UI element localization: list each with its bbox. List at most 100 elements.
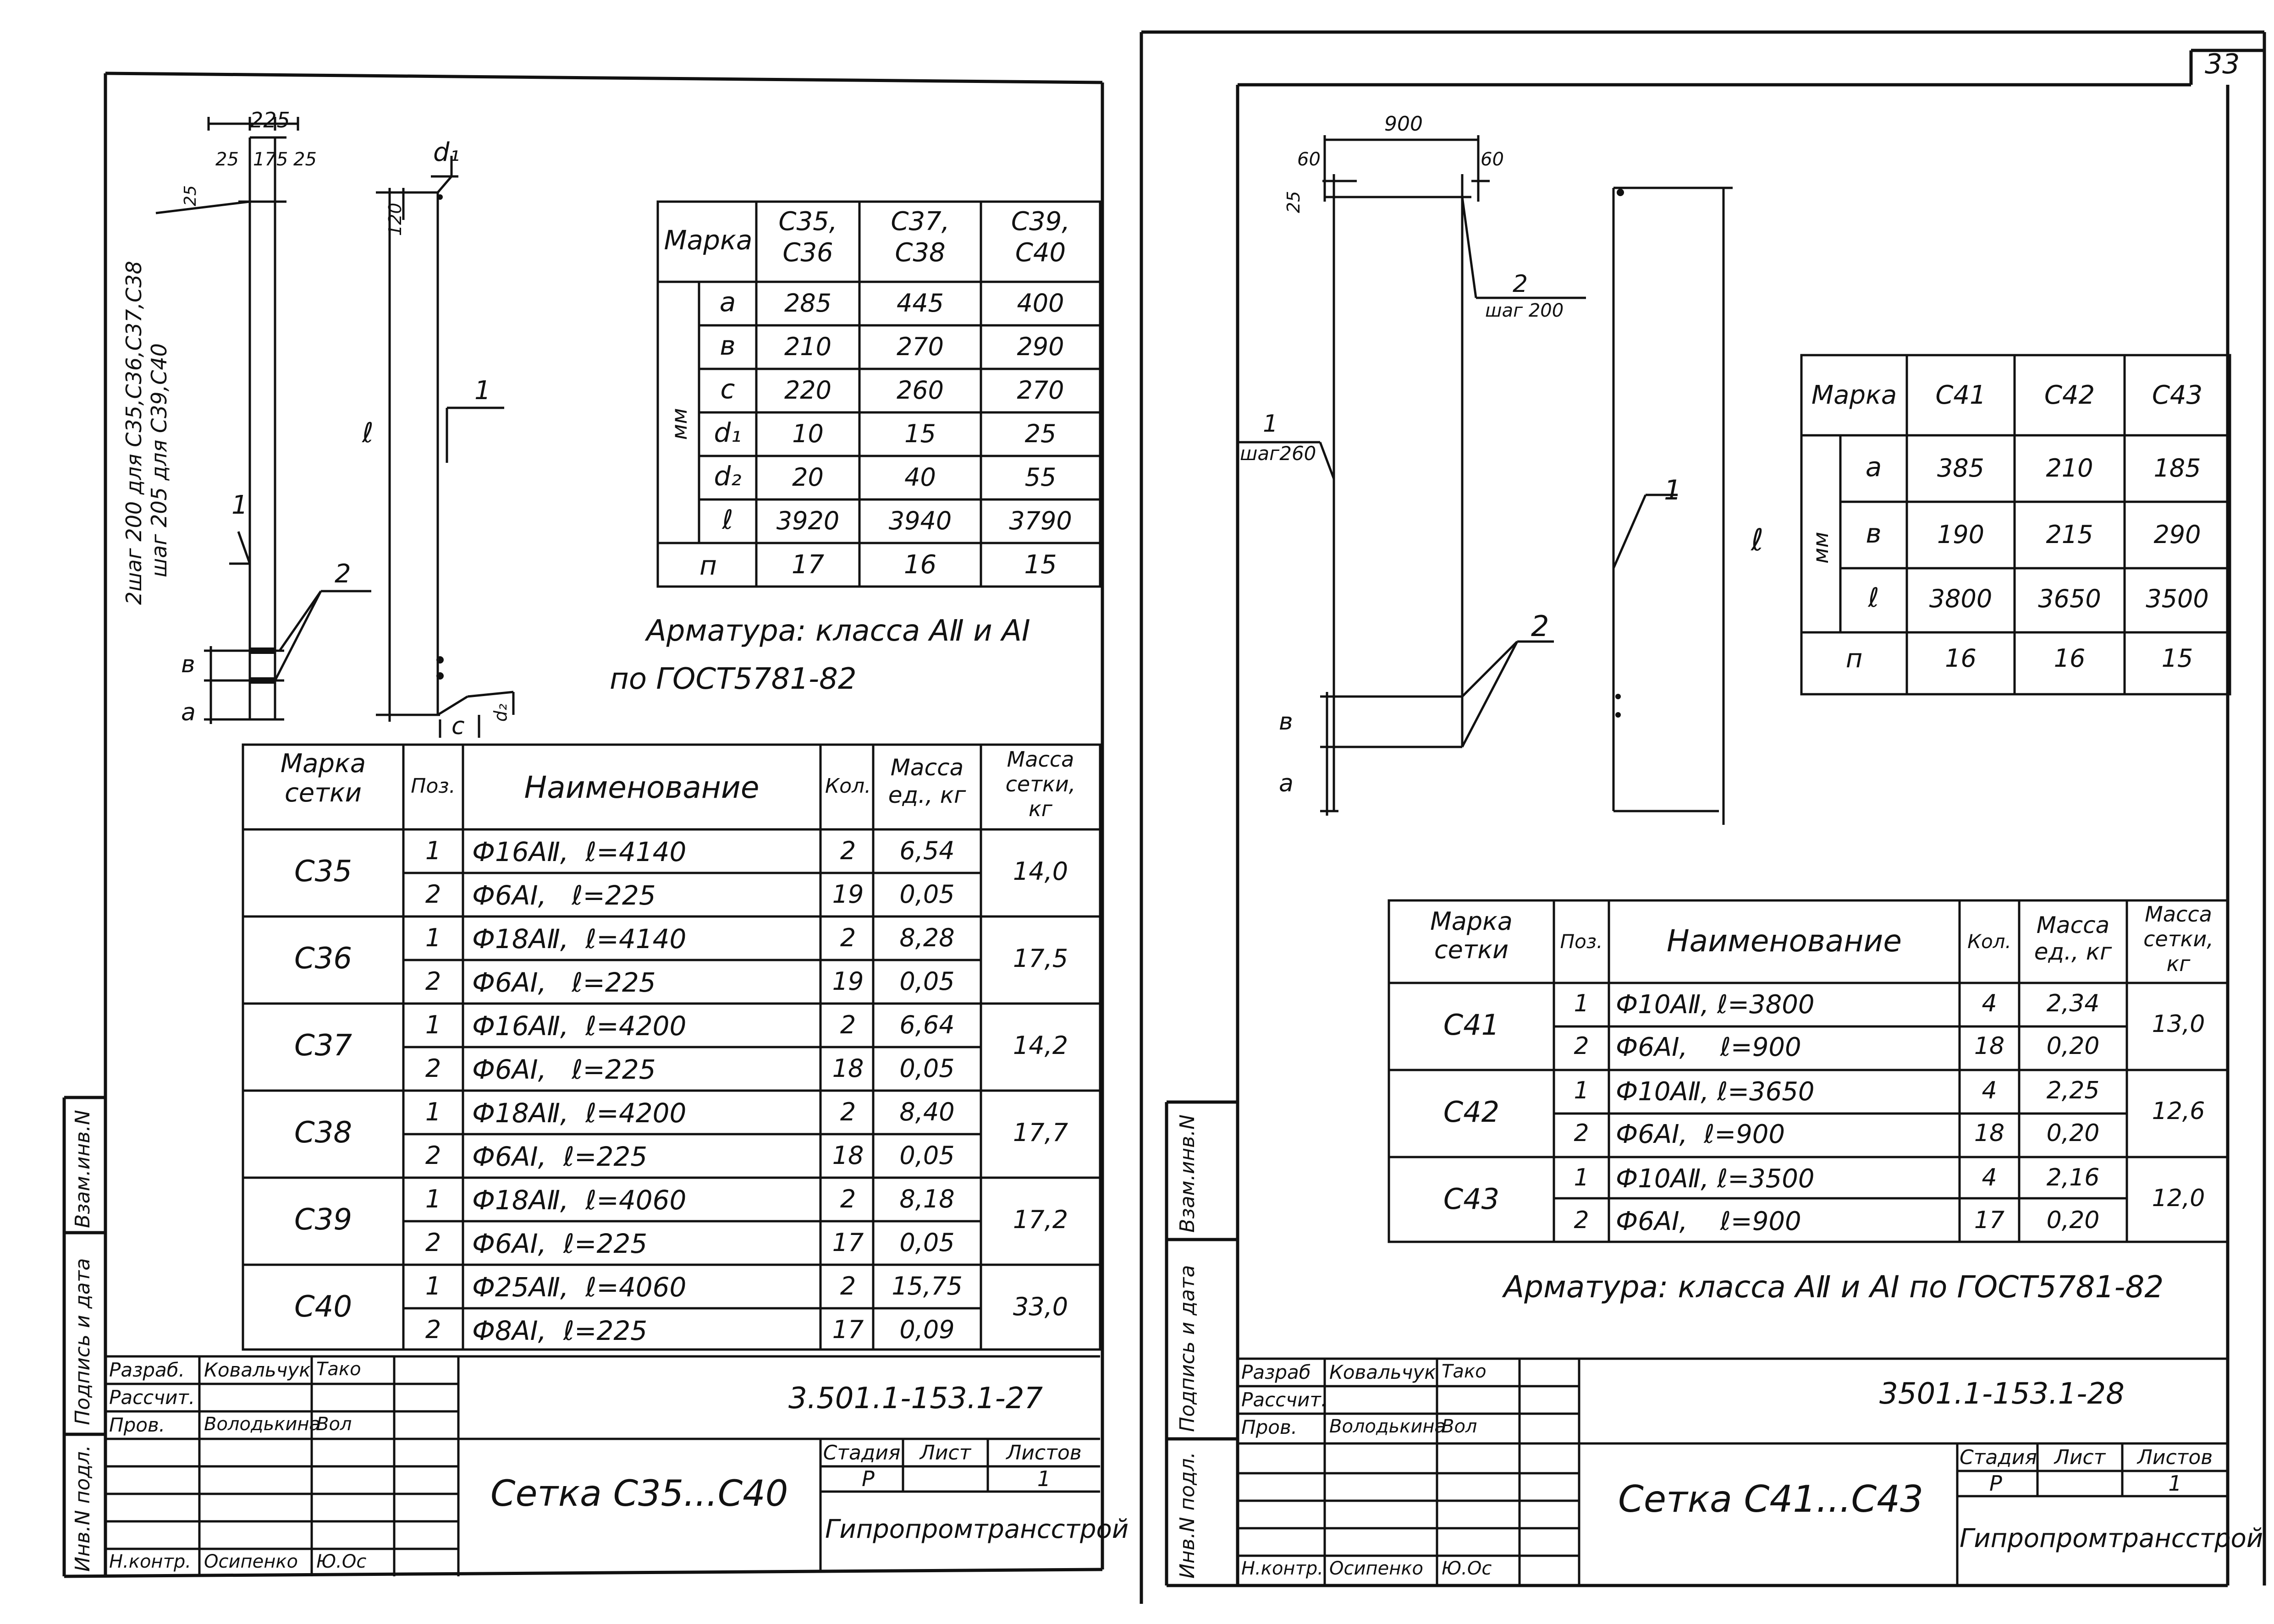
spec-h-pos: Поз. (411, 774, 456, 798)
rspec-mesh-mass: 13,0 (2152, 1010, 2205, 1038)
spec-mesh-mass: 17,7 (1013, 1118, 1068, 1147)
tb-sheets: 1 (1037, 1466, 1051, 1491)
rparam-cell: 190 (1937, 520, 1985, 549)
label-l-right: ℓ (1751, 522, 1764, 558)
rspec-pos: 1 (1574, 1077, 1589, 1104)
spec-pos: 2 (425, 1054, 441, 1083)
rside-replace: Взам.инв.N (1176, 1114, 1199, 1233)
spec-qty: 17 (832, 1228, 864, 1257)
rspec-mark: С42 (1443, 1095, 1500, 1129)
label-pos-2-top: 2 (1513, 270, 1528, 298)
param-unit: мм (667, 408, 692, 440)
spec-h-qty: Кол. (825, 774, 871, 798)
rspec-name: Ф6АI, ℓ=900 (1616, 1119, 1785, 1149)
rspec-mesh-mass: 12,0 (2152, 1185, 2205, 1212)
armatura-note-1: Арматура: класса АⅡ и АI (646, 614, 1030, 648)
tb-stage: Р (862, 1466, 875, 1491)
rspec-pos: 1 (1574, 1164, 1589, 1191)
label-d2: d₂ (490, 703, 511, 722)
spec-name: Ф18АⅡ, ℓ=4200 (472, 1097, 687, 1129)
rspec-unit-mass: 2,25 (2046, 1077, 2100, 1104)
spec-mark: С38 (294, 1116, 352, 1150)
dim-900: 900 (1384, 112, 1423, 136)
rtb-norm-name: Осипенко (1329, 1558, 1424, 1579)
label-l: ℓ (362, 417, 374, 449)
rtb-norm-sign: Ю.Ос (1442, 1558, 1492, 1579)
rspec-qty: 4 (1982, 1077, 1997, 1104)
spec-qty: 2 (840, 1010, 856, 1039)
spec-mark: С39 (294, 1203, 352, 1237)
param-n-3: 15 (1024, 550, 1057, 580)
spec-unit-mass: 0,05 (899, 1054, 955, 1083)
rparam-col-3: С43 (2152, 380, 2203, 410)
spec-mark: С40 (294, 1290, 352, 1324)
rtb-title: Сетка С41...С43 (1618, 1478, 1924, 1520)
rparam-row-label: а (1865, 451, 1882, 483)
left-mesh (155, 117, 371, 724)
tb-norm-sign: Ю.Ос (316, 1551, 367, 1572)
spec-h-name: Наименование (524, 770, 760, 805)
label-pos-1: 1 (231, 490, 248, 520)
rtb-dev-label: Разраб (1241, 1361, 1311, 1383)
spec-name: Ф16АⅡ, ℓ=4200 (472, 1010, 687, 1042)
param-cell: 210 (784, 332, 832, 361)
step-200: шаг 200 (1485, 300, 1564, 321)
rparam-cell: 3500 (2146, 584, 2209, 613)
label-pos-2-right: 2 (1531, 609, 1549, 643)
param-col-1: С35, С36 (778, 207, 837, 268)
rtb-dev-name: Ковальчук (1329, 1361, 1436, 1383)
label-d1: d₁ (433, 137, 460, 167)
rspec-name: Ф6АI, ℓ=900 (1616, 1032, 1801, 1062)
tb-dev-sign: Тако (316, 1359, 361, 1380)
tb-check-name: Володькина (204, 1414, 321, 1435)
spec-qty: 2 (840, 1097, 856, 1126)
dim-60-left: 60 (1297, 149, 1321, 170)
label-b: в (181, 651, 195, 678)
spec-name: Ф18АⅡ, ℓ=4140 (472, 923, 687, 955)
rparam-col-1: С41 (1935, 380, 1986, 410)
param-cell: 290 (1017, 332, 1064, 361)
spec-unit-mass: 6,54 (899, 836, 955, 865)
rparam-cell: 185 (2153, 454, 2201, 483)
rtb-dev-sign: Тако (1442, 1361, 1487, 1382)
rspec-unit-mass: 2,34 (2046, 990, 2100, 1017)
spec-pos: 1 (425, 1010, 441, 1039)
rspec-unit-mass: 0,20 (2046, 1119, 2100, 1147)
param-row-label: d₂ (714, 461, 742, 492)
right-sideview (1612, 187, 1733, 825)
tb-dev-label: Разраб. (109, 1359, 185, 1381)
tb-org: Гипропромтрансстрой (825, 1514, 1129, 1544)
spec-qty: 17 (832, 1315, 864, 1344)
dim-225: 225 (250, 108, 290, 132)
rspec-unit-mass: 2,16 (2046, 1164, 2100, 1191)
param-cell: 15 (904, 419, 936, 448)
rspec-h-qty: Кол. (1967, 930, 2011, 953)
rspec-qty: 4 (1982, 1164, 1997, 1191)
spec-unit-mass: 0,05 (899, 1141, 955, 1170)
tb-sheet-h: Лист (920, 1441, 971, 1465)
spec-unit-mass: 8,18 (899, 1185, 955, 1213)
rtb-check-name: Володькина (1329, 1416, 1446, 1437)
right-param-grid (1800, 354, 2231, 696)
param-row-label: с (720, 373, 735, 405)
spec-qty: 2 (840, 1185, 856, 1213)
left-dots (436, 194, 444, 680)
label-c: с (451, 713, 465, 740)
dim-25-right-sheet: 25 (1283, 191, 1304, 213)
rparam-cell: 3800 (1929, 584, 1993, 613)
rspec-pos: 2 (1574, 1119, 1589, 1147)
rspec-mesh-mass: 12,6 (2152, 1097, 2205, 1125)
armatura-note-2: по ГОСТ5781-82 (610, 662, 857, 696)
rparam-cell: 290 (2153, 520, 2201, 549)
param-row-label: в (720, 330, 736, 361)
param-cell: 25 (1024, 419, 1057, 448)
step-note-1: 2шаг 200 для С35,С36,С37,С38 (121, 261, 146, 605)
spec-unit-mass: 0,05 (899, 880, 955, 909)
spec-name: Ф6АI, ℓ=225 (472, 880, 656, 911)
rspec-name: Ф10АⅡ, ℓ=3800 (1616, 990, 1815, 1020)
rtb-sheets: 1 (2168, 1471, 2182, 1496)
rspec-mark: С43 (1443, 1182, 1500, 1216)
left-sideview (376, 156, 515, 738)
spec-pos: 1 (425, 1272, 441, 1300)
